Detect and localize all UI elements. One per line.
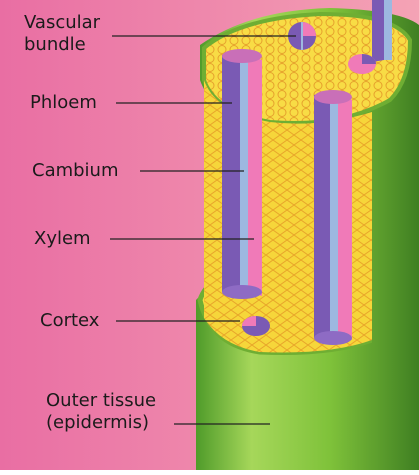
vascular-bundle-right [348, 54, 376, 74]
vascular-strand-right [314, 90, 352, 345]
vascular-bundle-lower-left [242, 316, 270, 336]
vascular-strand-top [372, 0, 392, 62]
label-cambium: Cambium [32, 160, 119, 182]
label-vascular-bundle: Vascular bundle [24, 12, 100, 56]
label-cortex: Cortex [40, 310, 99, 332]
label-phloem: Phloem [30, 92, 97, 114]
label-epidermis: Outer tissue (epidermis) [46, 390, 156, 434]
vascular-strand-left [222, 49, 262, 299]
label-xylem: Xylem [34, 228, 91, 250]
